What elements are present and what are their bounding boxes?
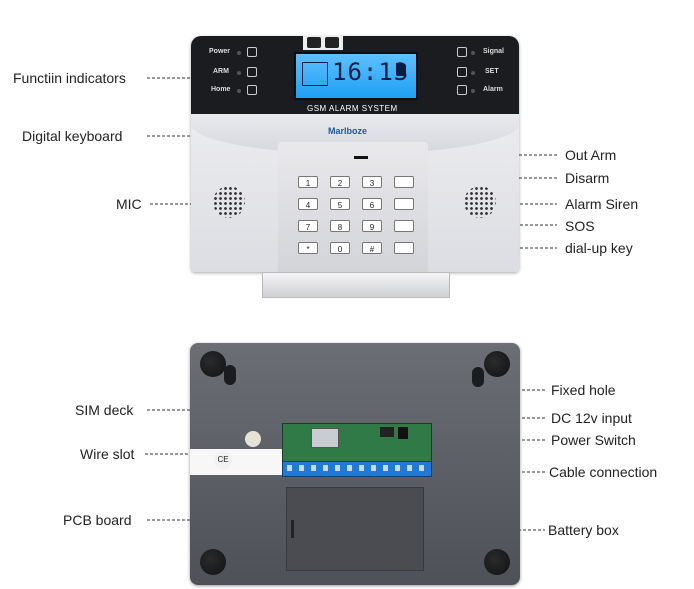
indicator-alarm-label: Alarm [483, 86, 503, 93]
label-battery-box: Battery box [548, 522, 619, 538]
arm-icon [247, 67, 257, 77]
label-cable-connection: Cable connection [549, 464, 658, 480]
terminal-pin [323, 465, 328, 471]
wire-slot [190, 449, 282, 475]
terminal-pin [299, 465, 304, 471]
display-panel: 16:13 GSM ALARM SYSTEM Power ARM Home Si… [191, 36, 519, 114]
disarm-button[interactable] [394, 198, 414, 210]
label-function-indicators: Functiin indicators [13, 70, 126, 86]
lcd-screen: 16:13 [294, 52, 418, 100]
rubber-foot [484, 351, 510, 377]
alarm-unit-rear: CE [190, 343, 520, 585]
label-out-arm: Out Arm [565, 147, 617, 163]
power-icon [247, 47, 257, 57]
indicator-power-label: Power [209, 48, 231, 55]
label-disarm: Disarm [565, 170, 610, 186]
indicator-home-label: Home [211, 86, 231, 93]
key-star[interactable]: * [298, 242, 318, 254]
terminal-pin [335, 465, 340, 471]
indicator-set-led [471, 71, 475, 75]
label-alarm-siren: Alarm Siren [565, 196, 639, 212]
key-4[interactable]: 4 [298, 198, 318, 210]
ce-mark: CE [214, 451, 232, 469]
message-icon [325, 37, 339, 48]
lcd-date-block [302, 62, 328, 86]
lcd-time: 16:13 [332, 58, 410, 86]
cable-terminal-block[interactable] [282, 461, 432, 477]
key-0[interactable]: 0 [330, 242, 350, 254]
label-wire-slot: Wire slot [80, 446, 135, 462]
keypad: 1 2 3 4 5 6 7 8 9 * 0 # [278, 142, 428, 272]
indicator-power-led [237, 51, 241, 55]
phone-icon [307, 37, 321, 48]
indicator-arm-led [237, 71, 241, 75]
certification-sticker [245, 431, 261, 447]
dial-up-button[interactable] [394, 242, 414, 254]
terminal-pin [287, 465, 292, 471]
power-switch[interactable] [398, 427, 408, 439]
fixed-hole-right [472, 367, 484, 387]
indicator-arm-label: ARM [213, 68, 229, 75]
indicator-signal-label: Signal [483, 48, 505, 55]
out-arm-button[interactable] [394, 176, 414, 188]
label-pcb-board: PCB board [63, 512, 132, 528]
signal-icon [457, 47, 467, 57]
mic-grille [213, 186, 245, 218]
key-1[interactable]: 1 [298, 176, 318, 188]
label-fixed-hole: Fixed hole [551, 382, 616, 398]
dc-input-jack[interactable] [380, 427, 394, 437]
system-name: GSM ALARM SYSTEM [307, 104, 398, 113]
indicator-home-led [237, 89, 241, 93]
alarm-unit-front: 16:13 GSM ALARM SYSTEM Power ARM Home Si… [191, 36, 519, 272]
lock-icon [396, 64, 406, 76]
terminal-pin [371, 465, 376, 471]
siren-grille [464, 186, 496, 218]
key-8[interactable]: 8 [330, 220, 350, 232]
key-9[interactable]: 9 [362, 220, 382, 232]
label-dial-up-key: dial-up key [565, 240, 633, 256]
key-2[interactable]: 2 [330, 176, 350, 188]
key-5[interactable]: 5 [330, 198, 350, 210]
indicator-signal-led [471, 51, 475, 55]
sim-deck[interactable] [311, 428, 339, 448]
rubber-foot [200, 351, 226, 377]
keypad-slot [354, 156, 368, 159]
terminal-pin [383, 465, 388, 471]
battery-box[interactable] [286, 487, 424, 571]
terminal-pin [395, 465, 400, 471]
label-sim-deck: SIM deck [75, 402, 134, 418]
terminal-pin [407, 465, 412, 471]
key-7[interactable]: 7 [298, 220, 318, 232]
terminal-pin [311, 465, 316, 471]
pcb-board [282, 423, 432, 465]
sos-button[interactable] [394, 220, 414, 232]
indicator-alarm-led [471, 89, 475, 93]
label-digital-keyboard: Digital keyboard [22, 128, 123, 144]
label-dc-12v-input: DC 12v input [551, 410, 632, 426]
indicator-set-label: SET [485, 68, 499, 75]
key-3[interactable]: 3 [362, 176, 382, 188]
terminal-pin [347, 465, 352, 471]
key-hash[interactable]: # [362, 242, 382, 254]
fixed-hole-left [224, 365, 236, 385]
alarm-icon [457, 85, 467, 95]
terminal-pin [359, 465, 364, 471]
brand-logo: Marlboze [328, 126, 368, 136]
set-icon [457, 67, 467, 77]
label-mic: MIC [116, 196, 142, 212]
battery-latch [291, 520, 294, 538]
label-sos: SOS [565, 218, 595, 234]
rubber-foot [484, 549, 510, 575]
terminal-pin [419, 465, 424, 471]
status-icons [303, 36, 343, 50]
key-6[interactable]: 6 [362, 198, 382, 210]
home-icon [247, 85, 257, 95]
rubber-foot [200, 549, 226, 575]
label-power-switch: Power Switch [551, 432, 636, 448]
keypad-flap [262, 272, 450, 298]
